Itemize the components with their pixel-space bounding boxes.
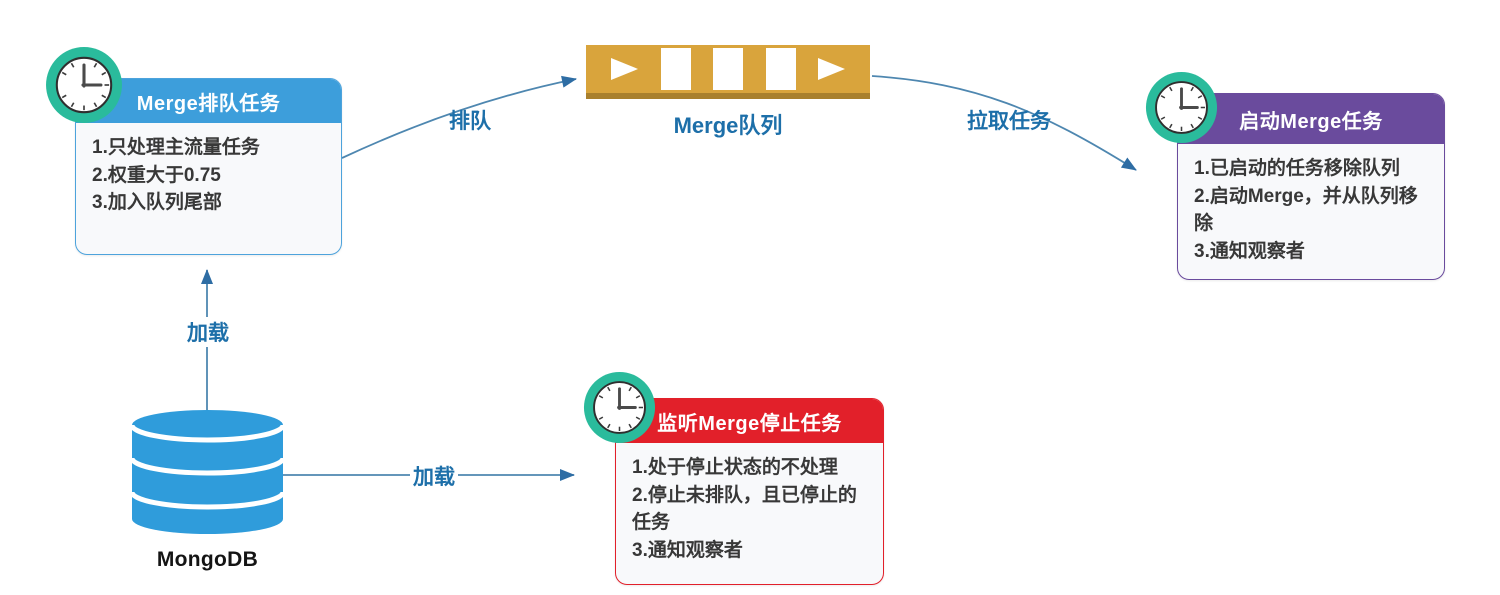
queue-slot-icon xyxy=(765,48,796,90)
enqueue-task-card: Merge排队任务 1.只处理主流量任务 2.权重大于0.75 3.加入队列尾部 xyxy=(75,78,342,255)
stop-listener-task-card: 监听Merge停止任务 1.处于停止状态的不处理 2.停止未排队，且已停止的任务… xyxy=(615,398,884,585)
queue-slot-icon xyxy=(660,48,691,90)
edge-label-enqueue: 排队 xyxy=(449,110,491,133)
queue-play-icon xyxy=(818,58,845,80)
clock-icon xyxy=(1145,71,1218,144)
edge-label-load-bottom: 加载 xyxy=(410,461,458,491)
merge-queue-label: Merge队列 xyxy=(673,113,783,138)
stop-rule-item: 3.通知观察者 xyxy=(632,539,743,561)
enqueue-rule-item: 2.权重大于0.75 xyxy=(92,164,221,186)
queue-slot-icon xyxy=(713,48,743,90)
start-rule-item: 1.已启动的任务移除队列 xyxy=(1194,158,1400,179)
clock-icon xyxy=(583,371,656,444)
database-label: MongoDB xyxy=(156,548,259,571)
stop-listener-task-card-title: 监听Merge停止任务 xyxy=(616,399,883,443)
enqueue-task-card-body: 1.只处理主流量任务 2.权重大于0.75 3.加入队列尾部 xyxy=(76,123,341,217)
queue-play-icon xyxy=(611,58,638,80)
start-rule-item: 2.启动Merge，并从队列移除 xyxy=(1194,185,1418,235)
start-merge-task-card: 启动Merge任务 1.已启动的任务移除队列 2.启动Merge，并从队列移除 … xyxy=(1177,93,1445,280)
stop-rule-item: 1.处于停止状态的不处理 xyxy=(632,457,838,478)
stop-listener-task-card-body: 1.处于停止状态的不处理 2.停止未排队，且已停止的任务 3.通知观察者 xyxy=(616,443,883,564)
start-merge-task-card-title: 启动Merge任务 xyxy=(1178,94,1444,144)
edge-label-pull-task: 拉取任务 xyxy=(967,110,1051,133)
stop-rule-item: 2.停止未排队，且已停止的任务 xyxy=(632,484,857,534)
start-rule-item: 3.通知观察者 xyxy=(1194,240,1305,262)
clock-icon xyxy=(46,47,122,123)
database-icon xyxy=(132,410,283,534)
merge-queue-icon xyxy=(586,45,870,99)
enqueue-rule-item: 3.加入队列尾部 xyxy=(92,192,222,213)
start-merge-task-card-body: 1.已启动的任务移除队列 2.启动Merge，并从队列移除 3.通知观察者 xyxy=(1178,144,1444,265)
enqueue-rule-item: 1.只处理主流量任务 xyxy=(92,137,260,158)
edge-label-load-top: 加载 xyxy=(184,317,232,347)
